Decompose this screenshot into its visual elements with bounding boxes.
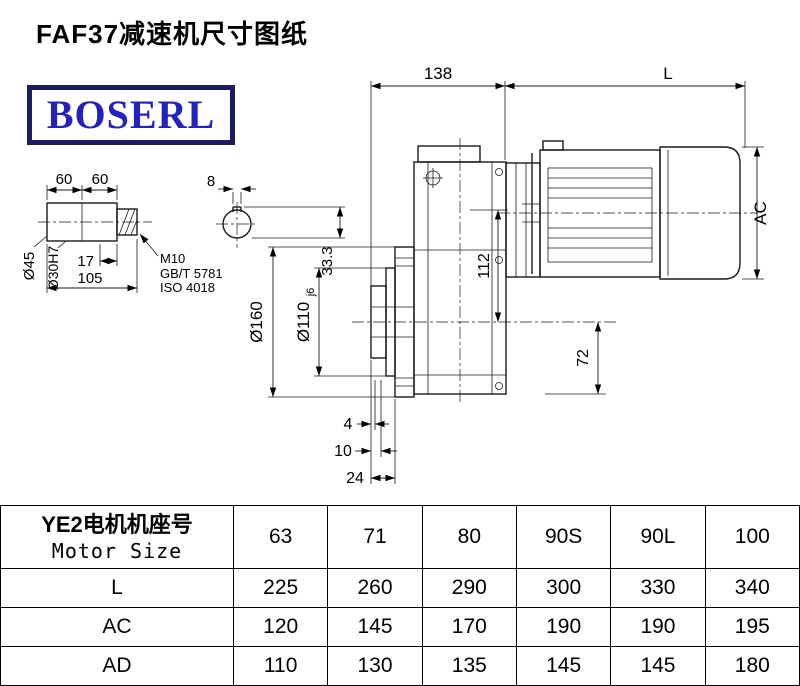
dim-8: 8 [207,173,215,190]
dim-10: 10 [334,443,352,460]
col-header-80: 80 [421,505,517,569]
dim-d160: Ø160 [247,301,266,343]
cell-L-80: 290 [421,568,517,608]
reducer-main-view [352,138,758,404]
cell-AD-71: 130 [327,646,423,686]
cell-L-71: 260 [327,568,423,608]
header-motor-size-cn: YE2电机机座号 [41,511,193,537]
row-label-AC: AC [0,607,234,647]
col-header-63: 63 [232,505,329,569]
dim-138: 138 [424,64,452,83]
col-header-100: 100 [704,505,800,569]
motor-dimension-table: YE2电机机座号 Motor Size 63 71 80 90S 90L 100… [0,505,800,686]
dim-112: 112 [476,253,493,279]
cell-AC-71: 145 [327,607,423,647]
cell-AD-80: 135 [421,646,517,686]
dim-17: 17 [77,253,94,270]
dim-60-right: 60 [92,171,109,188]
main-view-dimensions: 138 L AC 112 72 Ø160 Ø110 j6 4 [247,64,770,487]
cell-L-100: 340 [704,568,800,608]
cell-AD-90s: 145 [515,646,612,686]
cell-AC-63: 120 [232,607,329,647]
table-row-AD: AD 110 130 135 145 145 180 [0,646,800,686]
dim-d110-tolerance: j6 [305,288,317,298]
dim-105: 105 [77,270,102,287]
dim-24: 24 [346,470,364,487]
dim-4: 4 [344,416,353,433]
technical-drawing: 60 60 17 105 Ø45 Ø30H7 M10 GB/T 5781 ISO… [21,64,770,487]
table-header-row: YE2电机机座号 Motor Size 63 71 80 90S 90L 100 [0,505,800,569]
cell-AC-90s: 190 [515,607,612,647]
page-title: FAF37减速机尺寸图纸 [36,19,309,49]
cell-L-90s: 300 [515,568,612,608]
cell-AD-90l: 145 [610,646,706,686]
col-header-90s: 90S [515,505,612,569]
dim-72: 72 [575,349,592,367]
table-row-AC: AC 120 145 170 190 190 195 [0,607,800,647]
shaft-detail-view: 60 60 17 105 Ø45 Ø30H7 M10 GB/T 5781 ISO… [21,171,223,295]
col-header-71: 71 [327,505,423,569]
dim-L: L [663,64,672,83]
dim-AC: AC [751,201,770,225]
cell-AC-80: 170 [421,607,517,647]
dim-d45: Ø45 [21,252,38,280]
row-label-L: L [0,568,234,608]
dim-d30h7: Ø30H7 [45,246,61,291]
header-motor-size-en: Motor Size [51,539,183,564]
row-label-AD: AD [0,646,234,686]
table-row-L: L 225 260 290 300 330 340 [0,568,800,608]
cell-AD-100: 180 [704,646,800,686]
cell-L-63: 225 [232,568,329,608]
thread-callout: M10 [160,251,185,266]
logo-text: BOSERL [46,92,216,137]
dim-60-left: 60 [56,171,73,188]
cell-AC-90l: 190 [610,607,706,647]
cell-AD-63: 110 [232,646,329,686]
dim-33-3: 33.3 [319,246,336,275]
standard-iso: ISO 4018 [160,280,215,295]
shaft-section-view: 8 33.3 [207,173,345,276]
header-motor-size: YE2电机机座号 Motor Size [0,505,234,569]
standard-gbt: GB/T 5781 [160,266,223,281]
col-header-90l: 90L [610,505,706,569]
cell-L-90l: 330 [610,568,706,608]
boserl-logo: BOSERL [27,85,235,145]
dim-d110: Ø110 [294,302,313,342]
cell-AC-100: 195 [704,607,800,647]
